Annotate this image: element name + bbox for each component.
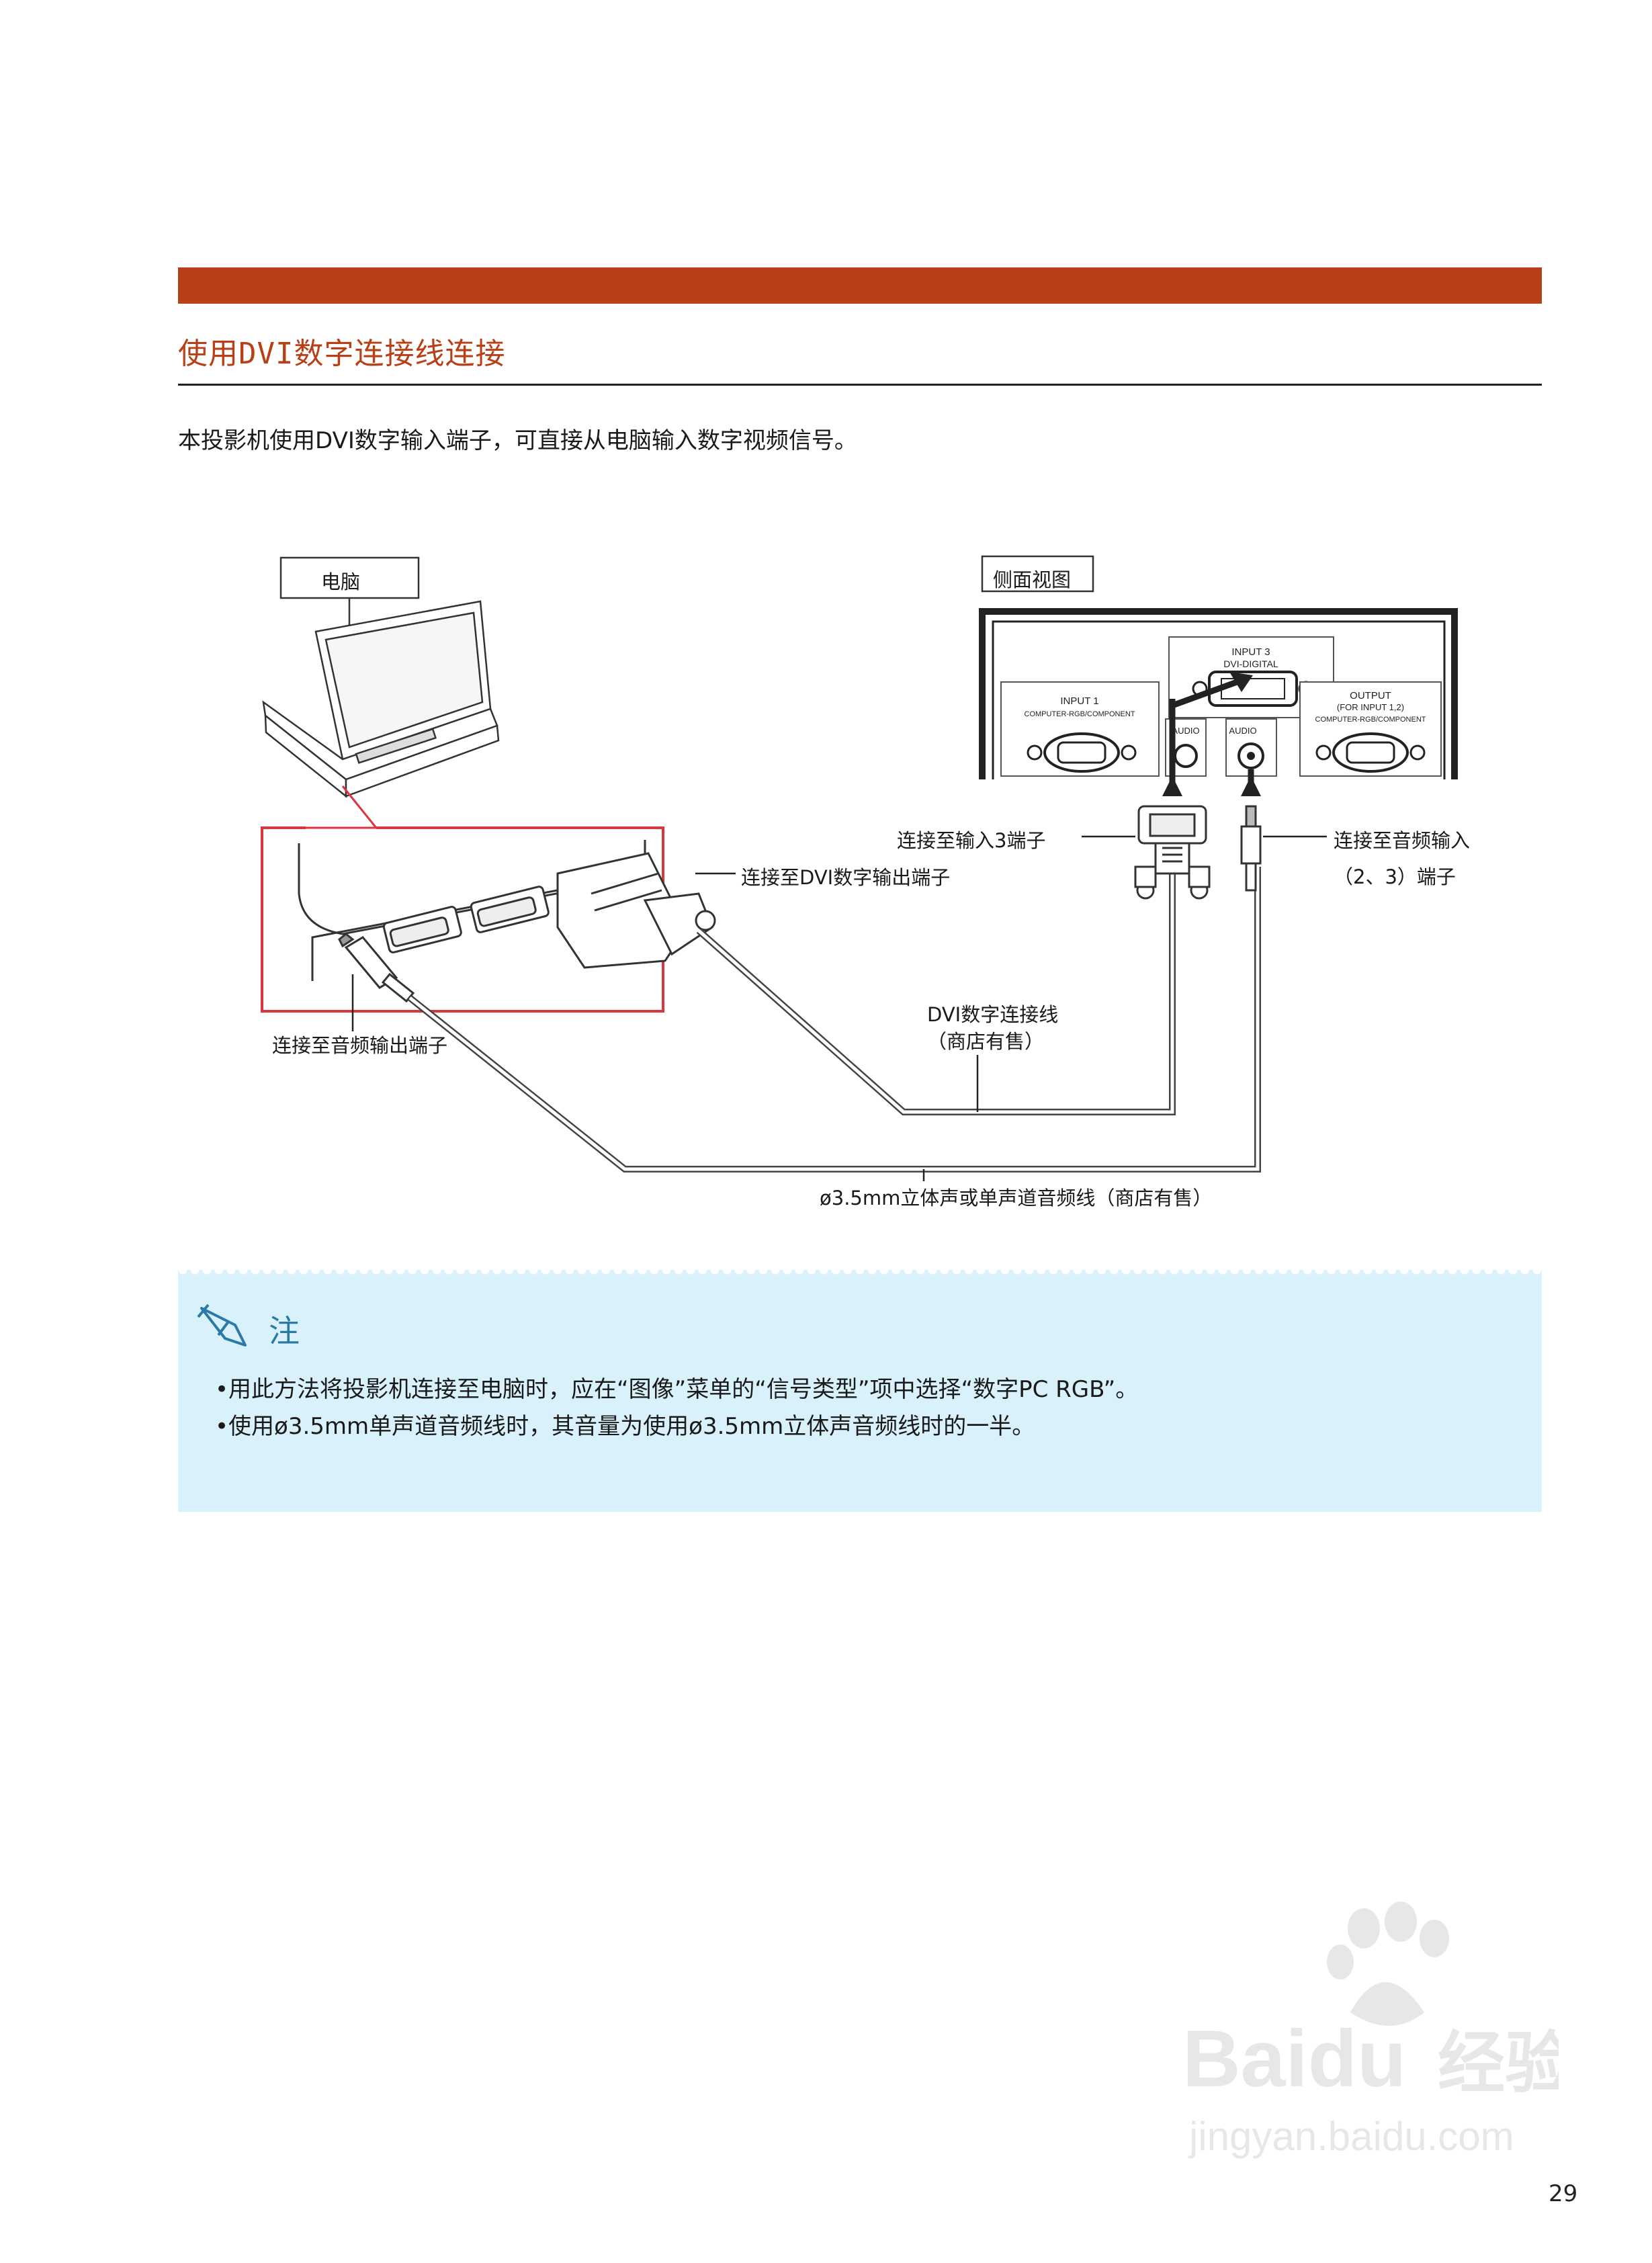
title-rule bbox=[178, 384, 1542, 386]
port-audio-right: AUDIO bbox=[1229, 726, 1256, 736]
note-box bbox=[178, 1270, 1542, 1512]
baidu-watermark: Baidu 经验 jingyan.baidu.com bbox=[1182, 1902, 1559, 2159]
side-view-label-box bbox=[981, 555, 1094, 593]
laptop-illustration bbox=[262, 600, 500, 798]
section-header-bar bbox=[178, 267, 1542, 304]
port-output-sub1: (FOR INPUT 1,2) bbox=[1337, 702, 1404, 712]
intro-text: 本投影机使用DVI数字输入端子，可直接从电脑输入数字视频信号。 bbox=[178, 427, 857, 454]
port-output-label: OUTPUT bbox=[1350, 690, 1391, 701]
callout-audio-input-ports: （2、3）端子 bbox=[1334, 865, 1456, 888]
zoom-frame bbox=[261, 826, 664, 1013]
note-title: 注 bbox=[269, 1313, 300, 1349]
connection-diagram: INPUT 3 DVI-DIGITAL INPUT 1 COMPUTER-RGB… bbox=[261, 555, 1458, 1181]
computer-label: 电脑 bbox=[321, 570, 361, 593]
section-title: 使用DVI数字连接线连接 bbox=[178, 337, 506, 371]
port-audio-left: AUDIO bbox=[1172, 726, 1199, 736]
note-box-dotted-edge bbox=[178, 1270, 1542, 1279]
dvi-plug-laptop bbox=[556, 852, 716, 969]
watermark-brand: Baidu bbox=[1182, 2014, 1406, 2104]
pencil-icon bbox=[197, 1304, 247, 1347]
note-line-1: •用此方法将投影机连接至电脑时，应在“图像”菜单的“信号类型”项中选择“数字PC… bbox=[215, 1376, 1139, 1403]
port-input3-sub: DVI-DIGITAL bbox=[1223, 658, 1278, 669]
note-line-2: •使用ø3.5mm单声道音频线时，其音量为使用ø3.5mm立体声音频线时的一半。 bbox=[215, 1413, 1035, 1440]
page-number: 29 bbox=[1549, 2180, 1578, 2207]
cable-dvi-label: DVI数字连接线 bbox=[927, 1003, 1059, 1026]
watermark-url: jingyan.baidu.com bbox=[1188, 2114, 1514, 2159]
audio-plug-projector bbox=[1240, 805, 1262, 892]
cable-dvi-sold: （商店有售） bbox=[927, 1030, 1045, 1053]
dvi-plug-projector bbox=[1134, 805, 1211, 900]
audio-plug-laptop bbox=[338, 933, 415, 1003]
callout-audio-input: 连接至音频输入 bbox=[1334, 829, 1471, 852]
side-view-label: 侧面视图 bbox=[993, 568, 1072, 591]
callout-input3: 连接至输入3端子 bbox=[897, 829, 1046, 852]
projector-side-panel bbox=[979, 608, 1458, 779]
callout-audio-output: 连接至音频输出端子 bbox=[272, 1034, 448, 1057]
watermark-cn: 经验 bbox=[1438, 2024, 1559, 2102]
cable-audio-label: ø3.5mm立体声或单声道音频线（商店有售） bbox=[820, 1187, 1213, 1209]
port-input1-label: INPUT 1 bbox=[1060, 695, 1098, 707]
port-input1-sub: COMPUTER-RGB/COMPONENT bbox=[1025, 710, 1135, 718]
port-output-sub2: COMPUTER-RGB/COMPONENT bbox=[1315, 716, 1426, 724]
callout-dvi-output: 连接至DVI数字输出端子 bbox=[741, 866, 951, 889]
port-input3-label: INPUT 3 bbox=[1231, 646, 1270, 658]
